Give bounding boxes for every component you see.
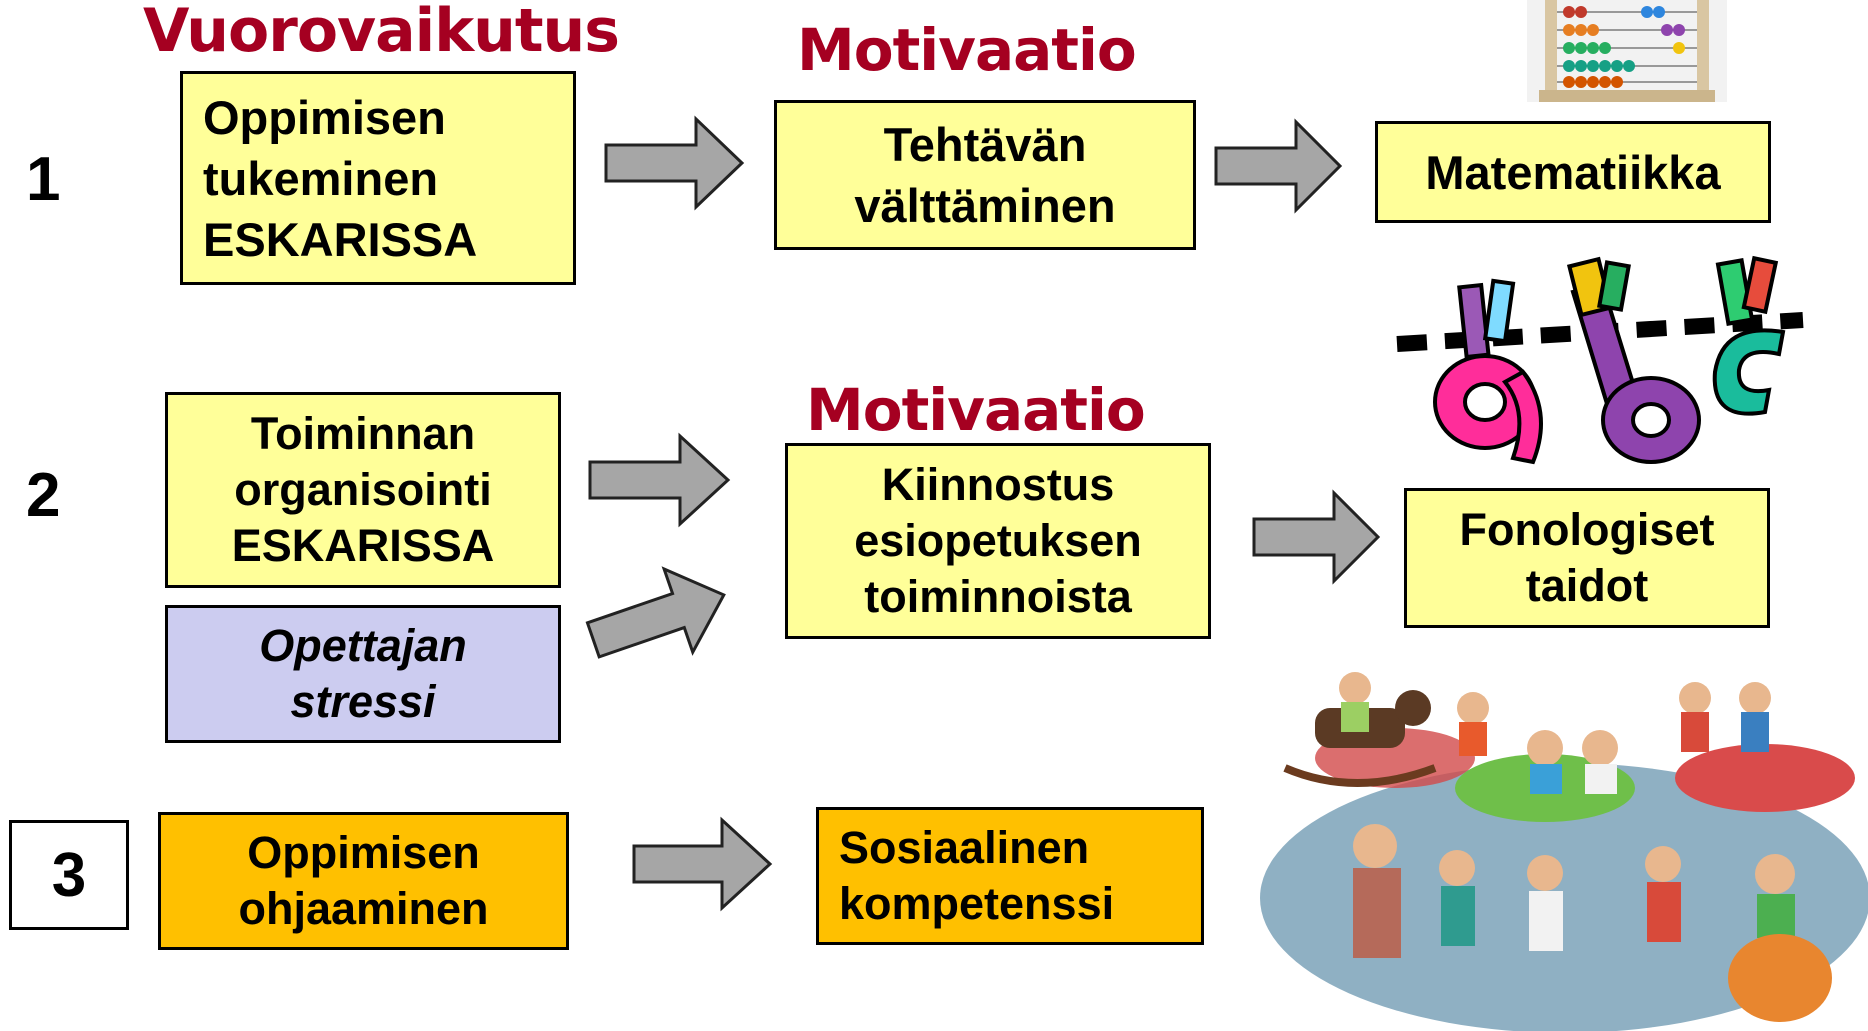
row1-middle-line1: Tehtävän bbox=[883, 118, 1087, 171]
row1-middle-line2: välttäminen bbox=[854, 179, 1116, 232]
row2-source-box: Toiminnan organisointi ESKARISSA bbox=[165, 392, 561, 588]
abacus-image bbox=[1527, 0, 1727, 102]
abc-letters-image bbox=[1396, 255, 1804, 465]
row3-outcome-line1: Sosiaalinen bbox=[839, 822, 1090, 873]
row2-stress-box: Opettajan stressi bbox=[165, 605, 561, 743]
row1-outcome-label: Matematiikka bbox=[1425, 145, 1721, 199]
header-vuorovaikutus: Vuorovaikutus bbox=[143, 0, 620, 66]
row3-source-box: Oppimisen ohjaaminen bbox=[158, 812, 569, 950]
arrow-row2-top bbox=[588, 432, 731, 528]
row1-outcome-box: Matematiikka bbox=[1375, 121, 1771, 223]
arrow-row1-a bbox=[604, 115, 745, 211]
row-number-3-box: 3 bbox=[9, 820, 129, 930]
arrow-row1-b bbox=[1214, 118, 1343, 214]
row3-outcome-box: Sosiaalinen kompetenssi bbox=[816, 807, 1204, 945]
row-number-1: 1 bbox=[26, 145, 61, 214]
row3-source-line1: Oppimisen bbox=[247, 827, 480, 878]
row2-stress-line1: Opettajan bbox=[259, 620, 467, 671]
row3-outcome-line2: kompetenssi bbox=[839, 878, 1115, 929]
row2-source-line3: ESKARISSA bbox=[231, 520, 495, 571]
row3-source-line2: ohjaaminen bbox=[238, 883, 489, 934]
children-playground-image bbox=[1260, 672, 1868, 1031]
row2-source-line1: Toiminnan bbox=[250, 408, 476, 459]
row2-source-line2: organisointi bbox=[234, 464, 492, 515]
row2-outcome-line1: Fonologiset bbox=[1459, 504, 1715, 555]
row2-stress-line2: stressi bbox=[290, 676, 436, 727]
row-number-2: 2 bbox=[26, 461, 61, 530]
row1-source-box: Oppimisen tukeminen ESKARISSA bbox=[180, 71, 576, 285]
row-number-3: 3 bbox=[51, 840, 87, 910]
row2-outcome-line2: taidot bbox=[1525, 560, 1649, 611]
arrow-row3 bbox=[632, 816, 773, 912]
row1-source-line3: ESKARISSA bbox=[203, 212, 478, 266]
row1-source-line1: Oppimisen bbox=[203, 90, 446, 144]
header-motivaatio-row2: Motivaatio bbox=[806, 376, 1146, 444]
row1-middle-box: Tehtävän välttäminen bbox=[774, 100, 1196, 250]
header-motivaatio-row1: Motivaatio bbox=[797, 16, 1137, 84]
row2-middle-line3: toiminnoista bbox=[864, 571, 1132, 622]
row2-middle-line2: esiopetuksen bbox=[854, 515, 1142, 566]
row2-middle-line1: Kiinnostus bbox=[881, 459, 1115, 510]
arrow-row2-c bbox=[1252, 489, 1381, 585]
row2-outcome-box: Fonologiset taidot bbox=[1404, 488, 1770, 628]
row2-middle-box: Kiinnostus esiopetuksen toiminnoista bbox=[785, 443, 1211, 639]
row1-source-line2: tukeminen bbox=[203, 151, 439, 205]
arrow-row2-bottom bbox=[585, 566, 726, 659]
